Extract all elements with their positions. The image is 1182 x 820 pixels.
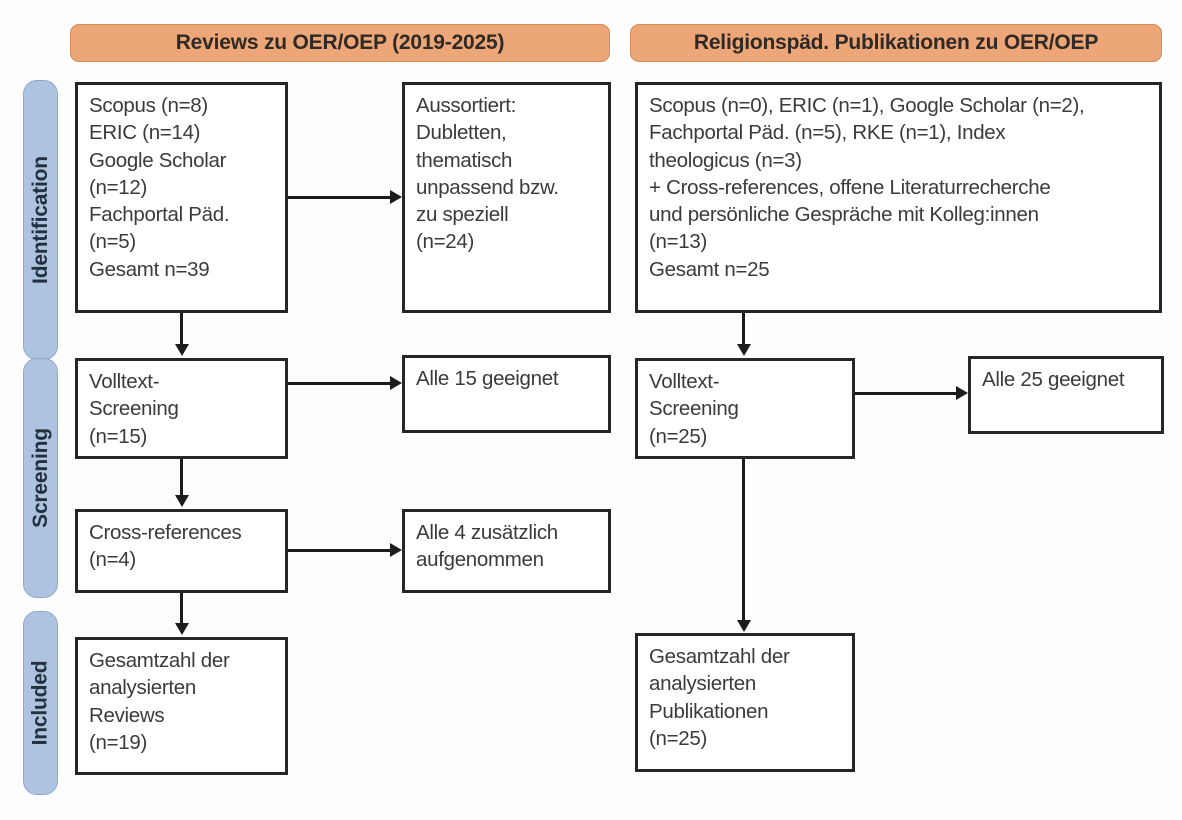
left-excluded-line-5: zu speziell <box>416 203 509 226</box>
right-identification-line-6: (n=13) <box>649 230 708 254</box>
left-crossrefs-line-2: (n=4) <box>89 548 136 572</box>
left-crossrefs-line-1: Cross-references <box>89 521 242 544</box>
left-identification-line-6: (n=5) <box>89 230 136 254</box>
right-identification-line-7: Gesamt n=25 <box>649 257 770 281</box>
box-left-included: Gesamtzahl der analysierten Reviews (n=1… <box>75 637 288 775</box>
box-left-crossrefs-result: Alle 4 zusätzlich aufgenommen <box>402 509 611 593</box>
box-right-identification: Scopus (n=0), ERIC (n=1), Google Scholar… <box>635 82 1162 313</box>
box-right-fulltext-screening: Volltext- Screening (n=25) <box>635 358 855 459</box>
column-header-reviews-label: Reviews zu OER/OEP (2019-2025) <box>175 31 505 54</box>
left-fulltext-line-2: Screening <box>89 397 179 421</box>
right-identification-line-5: und persönliche Gespräche mit Kolleg:inn… <box>649 203 1039 226</box>
right-fulltext-line-3: (n=25) <box>649 424 708 448</box>
stage-pill-identification-label: Identification <box>28 156 52 284</box>
stage-pill-screening-label: Screening <box>28 428 52 528</box>
connector-left-identification-to-fulltext <box>180 313 183 346</box>
left-identification-line-5: Fachportal Päd. <box>89 203 230 226</box>
arrowhead-left-fulltext-to-crossrefs <box>174 495 189 507</box>
left-identification-line-4: (n=12) <box>89 175 148 199</box>
box-left-identification: Scopus (n=8) ERIC (n=14) Google Scholar … <box>75 82 288 313</box>
arrowhead-right-identification-to-fulltext <box>736 344 751 356</box>
right-identification-line-1: Scopus (n=0), ERIC (n=1), Google Scholar… <box>649 94 1085 117</box>
box-left-crossrefs: Cross-references (n=4) <box>75 509 288 593</box>
arrowhead-left-fulltext-to-result <box>390 376 402 390</box>
stage-pill-included: Included <box>23 611 58 795</box>
right-included-line-4: (n=25) <box>649 726 708 750</box>
connector-left-fulltext-to-crossrefs <box>180 459 183 497</box>
box-right-included: Gesamtzahl der analysierten Publikatione… <box>635 633 855 772</box>
connector-left-crossrefs-to-result <box>288 549 390 552</box>
arrowhead-right-fulltext-to-result <box>956 386 968 400</box>
right-fulltext-line-2: Screening <box>649 397 739 421</box>
left-fulltext-line-1: Volltext- <box>89 370 160 393</box>
left-identification-line-3: Google Scholar <box>89 148 227 172</box>
left-included-line-1: Gesamtzahl der <box>89 649 230 672</box>
box-right-fulltext-result: Alle 25 geeignet <box>968 356 1164 434</box>
right-identification-line-4: + Cross-references, offene Literaturrech… <box>649 175 1051 199</box>
arrowhead-left-identification-to-excluded <box>390 190 402 204</box>
right-identification-line-3: theologicus (n=3) <box>649 148 802 172</box>
right-included-line-2: analysierten <box>649 672 756 696</box>
arrowhead-left-crossrefs-to-result <box>390 543 402 557</box>
arrowhead-left-identification-to-fulltext <box>174 344 189 356</box>
right-included-line-1: Gesamtzahl der <box>649 645 790 668</box>
connector-left-crossrefs-to-included <box>180 593 183 625</box>
connector-left-identification-to-excluded <box>288 196 390 199</box>
left-excluded-line-3: thematisch <box>416 148 513 172</box>
box-left-excluded: Aussortiert: Dubletten, thematisch unpas… <box>402 82 611 313</box>
left-excluded-line-6: (n=24) <box>416 230 475 254</box>
left-excluded-line-4: unpassend bzw. <box>416 175 559 199</box>
left-included-line-2: analysierten <box>89 676 196 700</box>
right-included-line-3: Publikationen <box>649 699 769 723</box>
left-crossrefs-result-line-2: aufgenommen <box>416 548 544 572</box>
left-included-line-3: Reviews <box>89 703 165 727</box>
right-identification-line-2: Fachportal Päd. (n=5), RKE (n=1), Index <box>649 121 1006 145</box>
column-header-publications-label: Religionspäd. Publikationen zu OER/OEP <box>693 31 1099 54</box>
stage-pill-included-label: Included <box>28 660 52 746</box>
left-included-line-4: (n=19) <box>89 730 148 754</box>
right-fulltext-result-line-1: Alle 25 geeignet <box>982 368 1125 391</box>
left-identification-line-2: ERIC (n=14) <box>89 121 201 145</box>
column-header-publications: Religionspäd. Publikationen zu OER/OEP <box>630 24 1162 62</box>
connector-right-fulltext-to-included <box>742 459 745 622</box>
left-fulltext-line-3: (n=15) <box>89 424 148 448</box>
left-fulltext-result-line-1: Alle 15 geeignet <box>416 367 559 390</box>
column-header-reviews: Reviews zu OER/OEP (2019-2025) <box>70 24 610 62</box>
connector-left-fulltext-to-result <box>288 382 390 385</box>
left-identification-line-7: Gesamt n=39 <box>89 257 210 281</box>
box-left-fulltext-screening: Volltext- Screening (n=15) <box>75 358 288 459</box>
arrowhead-right-fulltext-to-included <box>736 620 751 632</box>
left-excluded-line-1: Aussortiert: <box>416 94 517 117</box>
arrowhead-left-crossrefs-to-included <box>174 623 189 635</box>
left-crossrefs-result-line-1: Alle 4 zusätzlich <box>416 521 558 544</box>
right-fulltext-line-1: Volltext- <box>649 370 720 393</box>
connector-right-fulltext-to-result <box>855 392 956 395</box>
left-identification-line-1: Scopus (n=8) <box>89 94 208 117</box>
left-excluded-line-2: Dubletten, <box>416 121 507 145</box>
connector-right-identification-to-fulltext <box>742 313 745 346</box>
stage-pill-screening: Screening <box>23 358 58 598</box>
stage-pill-identification: Identification <box>23 80 58 360</box>
box-left-fulltext-result: Alle 15 geeignet <box>402 355 611 433</box>
